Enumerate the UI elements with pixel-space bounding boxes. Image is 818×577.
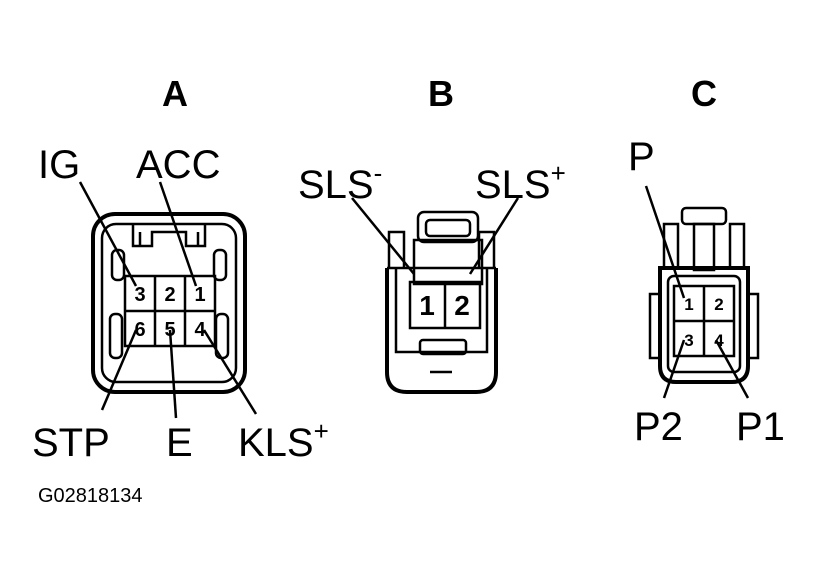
connector-b-label-sls-plus-sign: + (551, 158, 566, 188)
connector-a-label-kls-sign: + (314, 416, 329, 446)
connector-a-latch (131, 224, 207, 248)
connector-c-arm-left (662, 222, 680, 268)
connector-b-bottom-latch (418, 338, 468, 356)
connector-c-leader-p (644, 185, 686, 299)
connector-a-rib-left-bottom (108, 312, 124, 360)
connector-b-leader-sls-plus (468, 197, 520, 275)
connector-a-pin: 4 (194, 319, 206, 341)
connector-a-title: A (162, 73, 188, 114)
connector-a-leader-acc (158, 181, 198, 287)
connector-a-pin: 6 (134, 319, 145, 341)
connector-a-leader-ig (78, 181, 138, 287)
connector-a-latch-detail (138, 232, 200, 246)
connector-c-label-p2: P2 (634, 405, 683, 449)
connector-a: A 3 2 1 6 5 4 IG ACC STP E KLS+ (32, 73, 329, 465)
connector-c-rib-right (746, 292, 760, 360)
connector-c-lock (680, 206, 728, 226)
connector-b-label-sls-plus: SLS+ (475, 158, 566, 207)
connector-a-pin: 1 (194, 284, 205, 306)
connector-b-lock-inner (424, 218, 472, 238)
connector-a-pin: 2 (164, 284, 175, 306)
connector-c-pin: 4 (714, 331, 724, 350)
connector-b-housing (385, 268, 498, 394)
connector-a-label-e: E (166, 421, 193, 465)
connector-a-label-kls-text: KLS (238, 421, 314, 465)
connector-a-housing-inner (100, 222, 238, 384)
connector-a-leader-stp (100, 329, 138, 411)
connector-c-title: C (691, 73, 717, 114)
connector-b-lock (416, 210, 480, 244)
connector-b-title: B (428, 73, 454, 114)
connector-a-rib-right-top (212, 248, 228, 282)
connector-a-pin: 3 (134, 284, 145, 306)
connector-a-label-ig: IG (38, 143, 80, 187)
connector-c-lock-stem (692, 222, 716, 272)
connector-c-pin: 3 (684, 331, 693, 350)
connector-c-label-p: P (628, 135, 655, 179)
connector-b-arm-right (477, 230, 496, 268)
connector-b-pin: 1 (419, 290, 435, 321)
connector-b-label-sls-plus-text: SLS (475, 163, 551, 207)
connector-c-housing (658, 266, 750, 384)
connector-c-pin: 2 (714, 295, 723, 314)
connector-c-label-p1: P1 (736, 405, 785, 449)
connector-b: B 1 2 SLS- SLS+ (298, 73, 566, 394)
connector-a-leader-kls (202, 329, 258, 415)
connector-c-leader-p1 (714, 339, 750, 399)
connector-c-rib-left (648, 292, 662, 360)
connector-c-housing-inner (666, 274, 742, 374)
connector-b-leader-sls-minus (351, 197, 415, 275)
connector-c-arm-right (728, 222, 746, 268)
connector-b-label-sls-minus-sign: - (374, 158, 383, 188)
connector-b-housing-inner (394, 268, 489, 354)
connector-c: C 1 2 3 4 P P2 P1 (628, 73, 785, 449)
connector-a-label-kls: KLS+ (238, 416, 329, 465)
connector-b-lock-body (412, 238, 484, 286)
connector-b-pin: 2 (454, 290, 470, 321)
connector-b-label-sls-minus: SLS- (298, 158, 382, 207)
connector-a-leader-e (168, 329, 178, 419)
connector-a-label-acc: ACC (136, 143, 220, 187)
connector-c-pin: 1 (684, 295, 693, 314)
figure-code: G02818134 (38, 485, 143, 507)
connector-b-label-sls-minus-text: SLS (298, 163, 374, 207)
connector-a-label-stp: STP (32, 421, 110, 465)
connector-b-arm-left (387, 230, 406, 268)
connector-c-leader-p2 (662, 339, 686, 399)
connector-a-housing-outer (91, 212, 247, 394)
